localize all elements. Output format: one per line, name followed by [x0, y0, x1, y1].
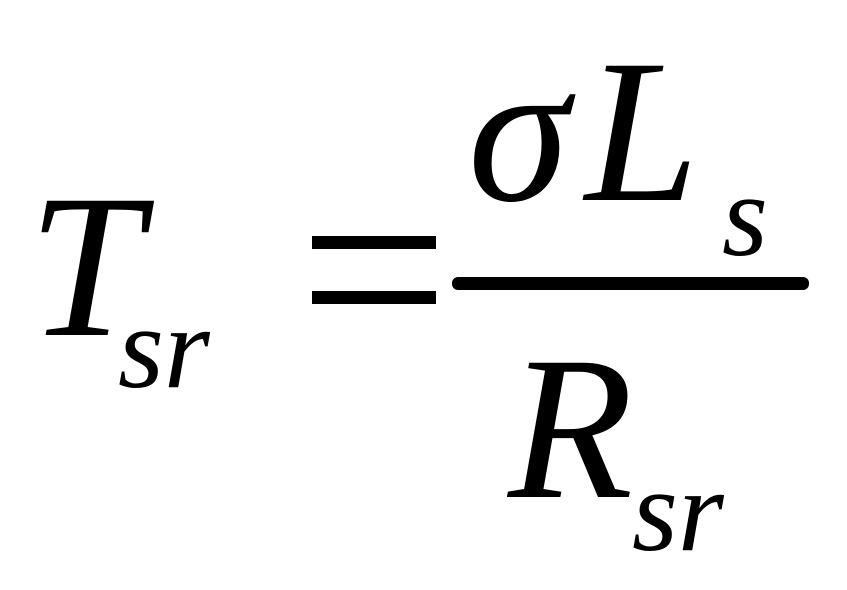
denominator-symbol: R	[506, 315, 633, 542]
lhs-symbol: T	[28, 153, 155, 380]
equals-sign-top	[312, 236, 436, 249]
lhs-subscript: sr	[118, 282, 211, 413]
equals-sign-bottom	[312, 291, 436, 304]
numerator-sigma: σ	[468, 18, 576, 245]
denominator-subscript: sr	[632, 445, 725, 576]
numerator-subscript: s	[722, 150, 768, 281]
equals-operator: =	[0, 0, 1, 1]
numerator-l: L	[582, 18, 699, 245]
fraction-bar	[452, 277, 809, 290]
